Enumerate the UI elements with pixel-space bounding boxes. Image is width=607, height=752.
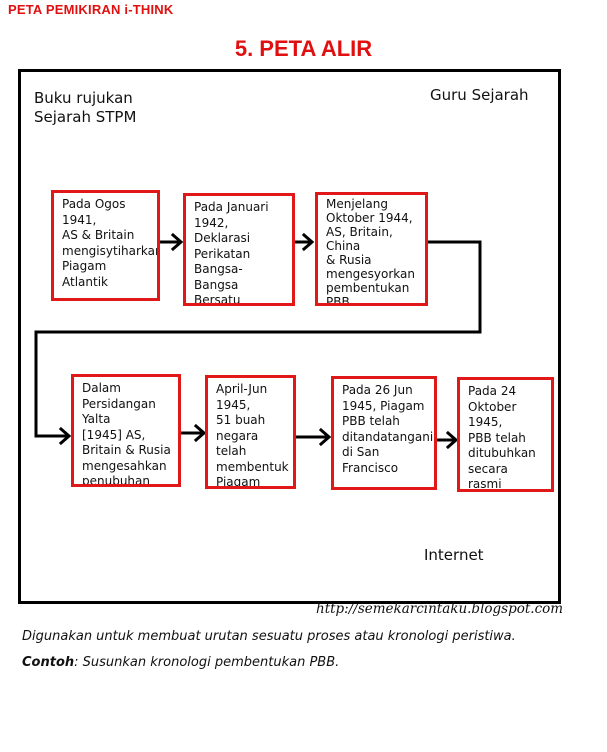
flow-step-4-line: [1945] AS,	[82, 427, 146, 442]
flow-step-6-line: Pada 26 Jun	[342, 383, 413, 397]
flow-step-2-line: Bersatu	[194, 293, 241, 306]
flow-step-6-line: ditandatangani	[342, 429, 434, 444]
flow-step-4: Dalam Persidangan Yalta [1945] AS, Brita…	[71, 374, 181, 487]
flow-step-6: Pada 26 Jun 1945, Piagam PBB telah ditan…	[331, 376, 437, 490]
flow-step-7: Pada 24 Oktober 1945, PBB telah ditubuhk…	[457, 377, 554, 492]
flow-step-6-line: di San Francisco	[342, 445, 399, 475]
flow-step-7-line: PBB telah	[468, 430, 526, 445]
page-title: 5. PETA ALIR	[234, 36, 373, 61]
flow-step-6-line: 1945, Piagam	[342, 398, 425, 413]
flow-step-3-line: PBB	[326, 295, 350, 306]
flow-step-3-line: AS, Britain, China	[326, 225, 393, 253]
frame-source-top-left: Buku rujukan Sejarah STPM	[34, 89, 137, 126]
flow-step-7-line: secara rasmi	[468, 461, 508, 491]
example-label: Contoh	[22, 655, 75, 670]
flow-step-5-line: 51 buah negara	[216, 413, 266, 443]
flow-step-5-line: membentuk	[216, 459, 289, 474]
flow-step-2: Pada Januari 1942, Deklarasi Perikatan B…	[183, 193, 295, 306]
flow-step-2-line: Pada Januari	[194, 200, 269, 214]
flow-step-5: April-Jun 1945, 51 buah negara telah mem…	[205, 375, 296, 489]
frame-source-top-right: Guru Sejarah	[430, 86, 529, 104]
flow-step-4-line: Persidangan Yalta	[82, 396, 156, 427]
flow-step-6-line: PBB telah	[342, 414, 400, 428]
flow-step-3: Menjelang Oktober 1944, AS, Britain, Chi…	[315, 192, 428, 306]
flow-step-4-line: mengesahkan	[82, 458, 167, 473]
flow-step-7-line: ditubuhkan	[468, 446, 536, 460]
flow-step-7-line: Oktober 1945,	[468, 399, 517, 430]
flow-step-3-line: Menjelang	[326, 197, 388, 211]
flow-step-2-line: 1942, Deklarasi	[194, 215, 251, 246]
flow-step-1-line: mengisytiharkan	[62, 243, 160, 258]
flow-step-3-line: Oktober 1944,	[326, 211, 413, 225]
flow-step-1-line: AS & Britain	[62, 228, 135, 242]
flow-step-1: Pada Ogos 1941, AS & Britain mengisytiha…	[51, 190, 160, 301]
frame-of-reference	[18, 69, 561, 604]
flow-step-5-line: telah	[216, 444, 247, 458]
flow-step-3-line: & Rusia	[326, 253, 372, 267]
flow-step-2-line: Bangsa-Bangsa	[194, 262, 243, 292]
source-url: http://semekarcintaku.blogspot.com	[316, 601, 564, 617]
description-text: Digunakan untuk membuat urutan sesuatu p…	[22, 629, 516, 644]
header-label: PETA PEMIKIRAN i-THINK	[8, 2, 174, 17]
flow-step-1-line: Piagam Atlantik	[62, 259, 108, 289]
flow-step-1-line: Pada Ogos 1941,	[62, 197, 126, 227]
frame-source-bottom-right: Internet	[424, 546, 484, 564]
flow-step-3-line: mengesyorkan	[326, 267, 416, 281]
example-line: Contoh: Susunkan kronologi pembentukan P…	[22, 655, 339, 670]
flow-step-3-line: pembentukan	[326, 281, 410, 295]
flow-step-4-line: Dalam	[82, 381, 121, 395]
flow-step-4-line: penubuhan PBB	[82, 474, 150, 487]
flow-step-5-line: April-Jun 1945,	[216, 382, 268, 412]
flow-step-5-line: Piagam PBB.	[216, 475, 261, 489]
flow-step-2-line: Perikatan	[194, 246, 251, 261]
flow-step-4-line: Britain & Rusia	[82, 443, 171, 457]
flow-step-7-line: Pada 24	[468, 384, 517, 398]
example-text: : Susunkan kronologi pembentukan PBB.	[74, 655, 340, 670]
